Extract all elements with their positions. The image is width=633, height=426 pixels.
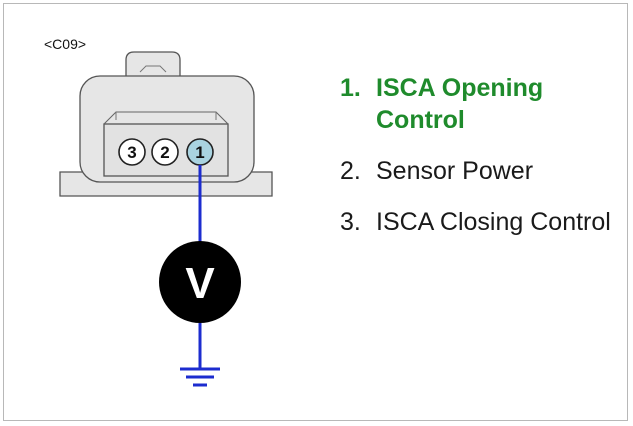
pin-3 [118,138,146,166]
pin-item-description: Sensor Power [376,157,534,185]
pin-item-number: 3. [340,208,361,236]
ground-icon [180,367,220,387]
voltmeter-symbol: V [185,259,215,308]
connector-label: <C09> [44,36,87,52]
pin-1-label: 1 [195,143,204,162]
pin-item-2: 2. Sensor Power [340,155,620,187]
pin-item-1: 1. ISCA Opening Control [340,72,620,136]
pin-item-description: ISCA Opening Control [376,74,544,134]
pin-item-description: ISCA Closing Control [376,208,611,236]
pin-2 [151,138,179,166]
pin-2-label: 2 [160,143,169,162]
diagram-frame [3,3,628,421]
pin-item-number: 2. [340,157,361,185]
pin-description-list: 1. ISCA Opening Control 2. Sensor Power … [340,72,620,257]
pin-item-3: 3. ISCA Closing Control [340,206,620,238]
pin-3-label: 3 [127,143,136,162]
pin-item-number: 1. [340,74,361,102]
voltmeter-icon [159,241,241,323]
connector-latch [125,51,181,78]
